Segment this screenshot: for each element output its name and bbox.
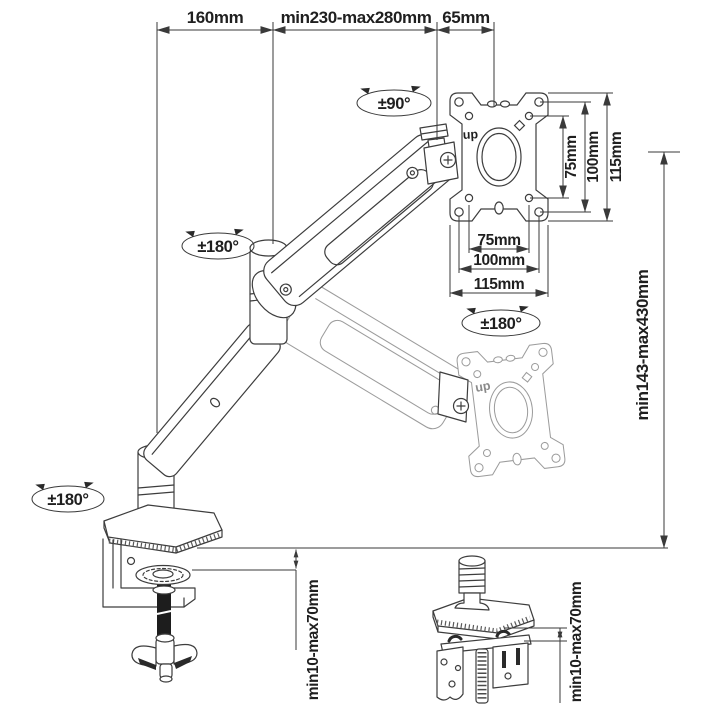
vesa-up-marking-top: up [462,127,478,142]
top-dimension-chain: 160mm min230-max280mm 65mm [156,8,495,433]
elbow-swivel-indicator: ±180° [181,228,255,260]
dim-label-clamp-right: min10-max70mm [568,582,585,703]
dim-label-vesa-h115: 115mm [474,276,525,293]
vesa-vertical-dimensions: 75mm 100mm 115mm [530,92,625,222]
rotation-label-elbow: ±180° [197,238,238,256]
base-swivel-indicator: ±180° [31,481,105,513]
rotation-label-plate: ±180° [480,315,521,333]
rotation-arrow-icon [466,307,476,315]
grommet-bracket [436,629,532,704]
rotation-label-head: ±90° [378,95,410,113]
rotation-arrow-icon [519,305,529,313]
grommet-mount-detail [432,555,535,704]
rotation-arrow-icon [411,85,421,93]
dim-label-vesa-v75: 75mm [563,135,580,178]
rotation-arrow-icon [234,228,244,236]
dim-label-arm-front: min230-max280mm [281,8,432,27]
desk-clamp [102,538,198,683]
vesa-horizontal-dimensions: 75mm 100mm 115mm [449,205,549,297]
vesa-up-marking-mid: up [474,378,492,395]
base-plate [103,504,223,554]
dim-label-vesa-h75: 75mm [477,232,520,249]
rotation-arrow-icon [35,483,45,491]
rotation-arrow-icon [360,87,370,95]
head-joint [419,123,459,185]
grommet-pole [454,555,490,611]
mid-vesa-plate: up [437,342,567,478]
top-vesa-plate: up [449,92,549,222]
clamp-wing-knob [131,633,198,683]
clamp-pad [135,564,191,595]
plate-rotation-indicator: ±180° [461,305,541,337]
gas-spring-arm [251,134,456,319]
clamp-range-dimension-right: min10-max70mm [504,582,585,703]
plate-joint-bracket [437,371,469,423]
dim-label-arm-rear: 160mm [187,8,244,27]
clamp-range-dimension-left: min10-max70mm [192,549,322,701]
height-range-dimension: min143-max430mm [633,151,680,549]
dim-label-vesa-v100: 100mm [585,131,602,182]
rotation-label-base: ±180° [47,491,88,509]
dim-label-vesa-v115: 115mm [608,132,625,183]
dim-label-clamp-left: min10-max70mm [305,580,322,701]
dim-label-vesa-h100: 100mm [473,252,524,269]
dim-label-head-offset: 65mm [442,8,490,27]
rotation-arrow-icon [185,230,195,238]
rotation-arrow-icon [84,481,94,489]
dim-label-height-range: min143-max430mm [633,269,652,420]
head-swivel-indicator: ±90° [356,85,432,117]
